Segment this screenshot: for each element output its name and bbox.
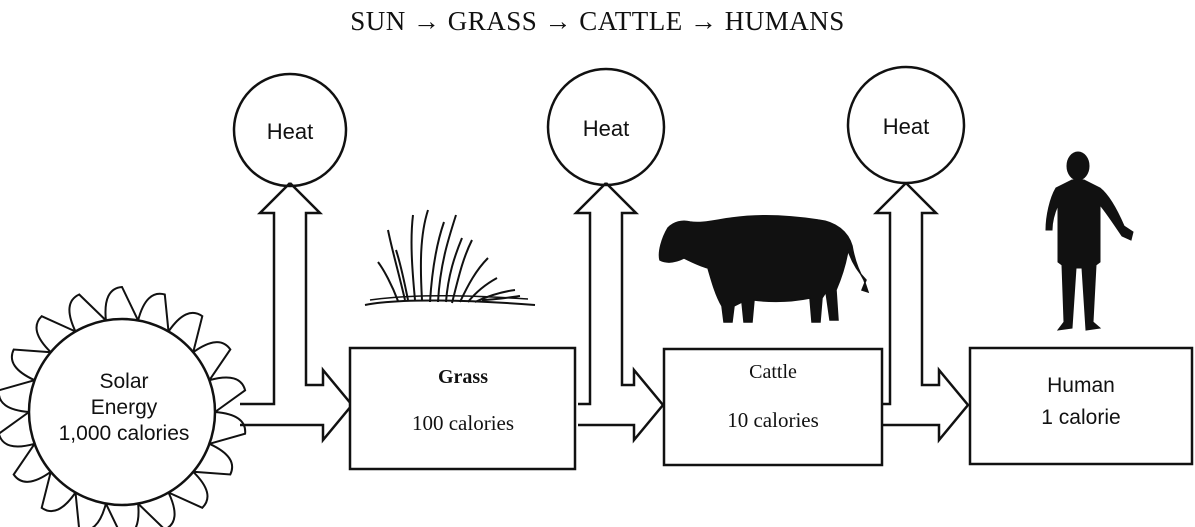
grass-box-name: Grass (438, 366, 488, 388)
human-figure-icon (1046, 152, 1133, 330)
heat-label-1: Heat (267, 119, 313, 144)
sun-label-line3: 1,000 calories (59, 422, 190, 445)
flow-arrow-sun-grass (240, 183, 352, 440)
heat-label-2: Heat (583, 116, 629, 141)
flow-arrow-grass-cattle (576, 183, 663, 440)
grass-box-value: 100 calories (412, 411, 514, 435)
heat-label-3: Heat (883, 114, 929, 139)
cow-icon (659, 216, 868, 322)
human-box-value: 1 calorie (1041, 406, 1120, 429)
flow-arrow-cattle-human (876, 183, 968, 440)
cattle-box-name: Cattle (749, 361, 797, 383)
cattle-box-value: 10 calories (727, 408, 819, 432)
sun-label-line2: Energy (91, 396, 158, 419)
human-box-name: Human (1047, 374, 1115, 397)
grass-icon (365, 210, 535, 305)
sun-label-line1: Solar (99, 370, 148, 393)
